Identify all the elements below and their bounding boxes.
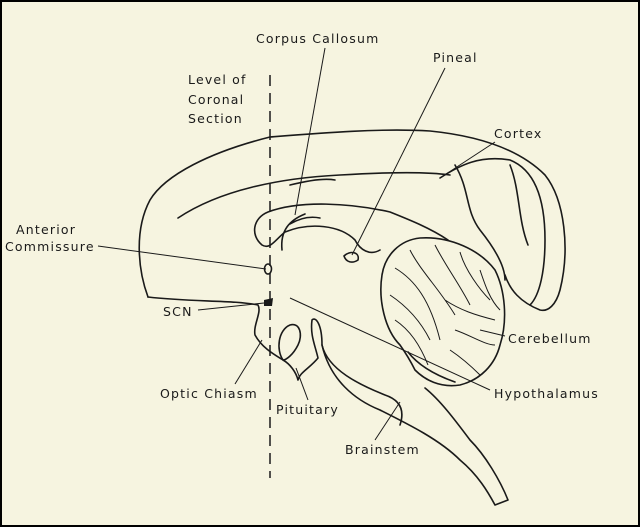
leader-anterior-commissure <box>97 245 267 270</box>
cortex-sulcus <box>454 164 506 281</box>
cortex-sulcus <box>509 164 529 246</box>
leader-cortex <box>439 141 496 179</box>
label-coronal: Coronal <box>188 92 244 107</box>
label-section: Section <box>188 111 243 126</box>
leader-scn <box>197 302 265 311</box>
leader-brainstem <box>374 401 401 441</box>
label-commissure: Commissure <box>5 239 95 254</box>
label-brainstem: Brainstem <box>345 442 420 457</box>
label-hypothalamus: Hypothalamus <box>494 386 599 401</box>
label-pituitary: Pituitary <box>276 402 339 417</box>
scn-marker <box>264 298 273 306</box>
cortex-outline <box>138 129 566 312</box>
label-level-of: Level of <box>188 72 247 87</box>
ventral-surface <box>147 296 403 426</box>
fornix <box>280 213 321 251</box>
cerebellum-peduncle <box>407 351 456 383</box>
leader-corpus-callosum <box>294 47 326 216</box>
corpus-callosum <box>253 203 449 254</box>
leader-pineal <box>351 67 446 256</box>
cortex-sulcus <box>177 171 451 219</box>
label-scn: SCN <box>163 304 193 319</box>
label-cerebellum: Cerebellum <box>508 331 592 346</box>
leader-hypothalamus <box>289 297 491 391</box>
leader-cerebellum <box>479 329 506 337</box>
label-anterior: Anterior <box>16 222 76 237</box>
cerebellum-outline <box>380 237 506 387</box>
label-optic-chiasm: Optic Chiasm <box>160 386 258 401</box>
leader-optic-chiasm <box>234 339 263 385</box>
label-pineal: Pineal <box>433 50 478 65</box>
brainstem-outline <box>321 344 509 506</box>
label-cortex: Cortex <box>494 126 542 141</box>
pineal-gland <box>343 251 360 263</box>
label-corpus-callosum: Corpus Callosum <box>256 31 379 46</box>
cortex-sulcus <box>289 178 336 186</box>
cortex-sulcus <box>439 157 546 306</box>
pituitary-gland <box>278 323 302 361</box>
leader-pituitary <box>295 367 309 401</box>
cerebellum-folia <box>389 244 501 376</box>
